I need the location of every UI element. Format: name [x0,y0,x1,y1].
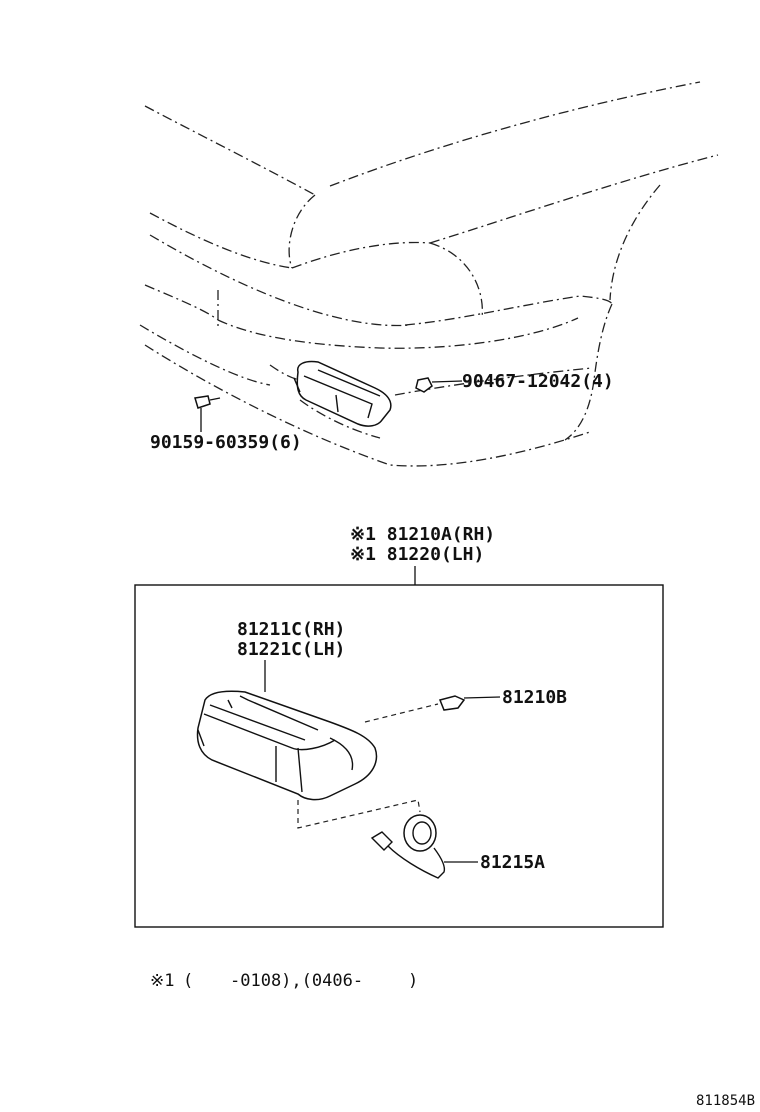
assembly-box [134,584,664,928]
bolt-90467-icon [415,377,463,393]
socket-81215a-icon [370,814,478,879]
installed-fog-lamp [293,360,392,427]
label-housing-lh: 81221C(LH) [237,639,345,660]
vehicle-body-outline [139,81,719,467]
label-housing-rh: 81211C(RH) [237,619,345,640]
label-bolt-90467: 90467-12042(4) [462,371,614,392]
bulb-81210b-icon [438,695,501,711]
label-assy-rh: ※1 81210A(RH) [350,524,495,545]
footnote: ※1 ( -0108),(0406- ) [150,971,418,991]
fog-lamp-housing [196,690,378,801]
bulb-guide-line [364,703,439,723]
footnote-range-start: ( [183,971,193,991]
label-bulb-81210b: 81210B [502,687,567,708]
drawing-number: 811854B [696,1093,755,1109]
footnote-close: ) [408,971,418,991]
footnote-mark: ※1 [150,971,174,991]
label-socket-81215a: 81215A [480,852,545,873]
footnote-range-end: -0108),(0406- [230,971,363,991]
socket-guide-line [297,799,421,829]
label-screw-90159: 90159-60359(6) [150,432,302,453]
screw-90159-icon [194,395,221,432]
label-assy-lh: ※1 81220(LH) [350,544,484,565]
